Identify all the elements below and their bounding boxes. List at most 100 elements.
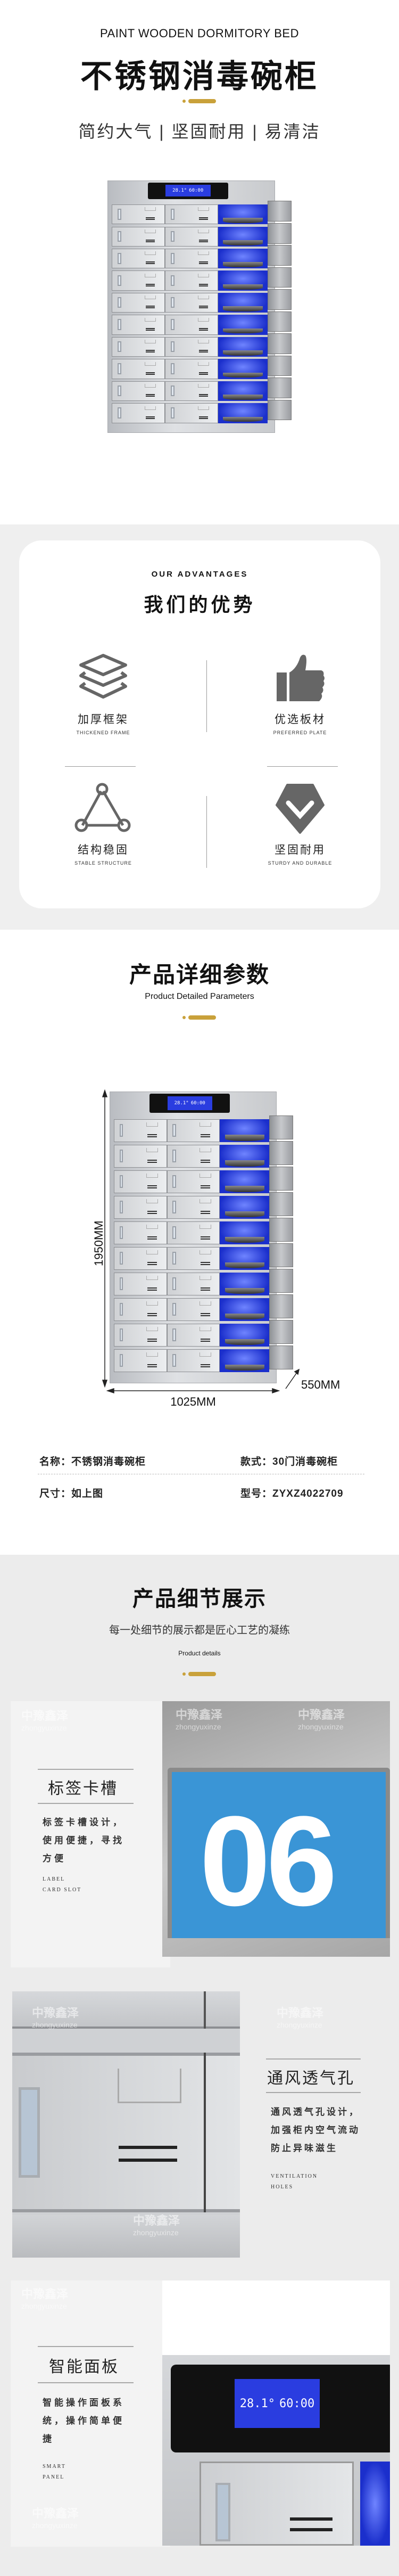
cabinet-door (113, 1195, 167, 1219)
uv-compartment (218, 204, 268, 225)
cabinet-row (113, 1141, 294, 1168)
cabinet-row (113, 1319, 294, 1347)
hero-title: 不锈钢消毒碗柜 (80, 59, 319, 94)
divider (38, 2382, 134, 2383)
open-door (269, 1218, 294, 1242)
cabinet-door (113, 1221, 167, 1244)
divider (266, 2058, 361, 2060)
cabinet-door (167, 1195, 220, 1219)
open-door (268, 245, 292, 266)
cabinet-door (167, 1119, 220, 1143)
cabinet-door (167, 1298, 220, 1321)
cabinet-row (111, 245, 292, 269)
advantage-sub: STURDY AND DURABLE (268, 860, 332, 866)
advantage-item: 加厚框架 THICKENED FRAME (34, 652, 172, 735)
layers-icon (79, 654, 127, 699)
cabinet-row (111, 223, 292, 247)
open-door (268, 267, 292, 288)
advantage-sub: THICKENED FRAME (76, 730, 130, 735)
cabinet-door (111, 403, 165, 423)
open-door (269, 1243, 294, 1267)
shield-check-icon (276, 784, 325, 834)
cabinet-door (164, 270, 218, 291)
cabinet-door (167, 1272, 220, 1295)
detail-desc: 标签卡槽设计，使用便捷，寻找方便 (43, 1817, 124, 1864)
cabinet-door (164, 359, 218, 379)
detail-text-panel (11, 1701, 170, 1967)
advantage-item: 坚固耐用 STURDY AND DURABLE (231, 783, 369, 866)
control-panel: 28.1°60:00 (149, 1094, 230, 1113)
thumbs-up-icon (277, 654, 325, 701)
details-section: 产品细节展示 每一处细节的展示都是匠心工艺的凝练 Product details… (0, 1555, 399, 2576)
open-door (269, 1269, 294, 1293)
dimension-arrows (102, 1089, 300, 1394)
uv-compartment (218, 359, 268, 379)
divider (38, 1803, 134, 1804)
open-door (269, 1192, 294, 1217)
cabinet-door (164, 315, 218, 335)
open-door (268, 201, 292, 222)
divider (38, 2346, 134, 2347)
uv-compartment (220, 1323, 270, 1347)
cabinet-row (113, 1192, 294, 1219)
uv-compartment (220, 1246, 270, 1270)
gold-divider (182, 1672, 217, 1676)
spec-style: 款式：30门消毒碗柜 (240, 1454, 338, 1468)
detail-text-panel (11, 2280, 170, 2547)
spec-value: 不锈钢消毒碗柜 (71, 1456, 146, 1467)
advantage-label: 结构稳固 (78, 844, 129, 856)
cabinet-row (111, 201, 292, 225)
uv-compartment (220, 1119, 270, 1143)
cabinet-row (111, 311, 292, 335)
cabinet-door (113, 1323, 167, 1347)
uv-compartment (218, 248, 268, 269)
cabinet-image: 28.1°60:00 (107, 181, 292, 433)
spec-label: 尺寸： (39, 1488, 72, 1499)
advantages-section: OUR ADVANTAGES 我们的优势 加厚框架 THICKENED FRAM… (0, 524, 399, 930)
detail-title: 通风透气孔 (267, 2070, 355, 2087)
divider (38, 1769, 134, 1770)
uv-compartment (220, 1221, 270, 1244)
divider (206, 660, 207, 732)
params-subtitle: Product Detailed Parameters (145, 992, 254, 1001)
depth-dimension: 550MM (301, 1378, 340, 1391)
triangle-nodes-icon (74, 783, 131, 832)
uv-compartment (220, 1349, 270, 1372)
hero-eyebrow: PAINT WOODEN DORMITORY BED (99, 27, 299, 40)
advantage-label: 优选板材 (275, 713, 326, 726)
advantages-card: OUR ADVANTAGES 我们的优势 加厚框架 THICKENED FRAM… (19, 540, 380, 908)
width-dimension: 1025MM (170, 1395, 216, 1408)
smart-panel-image: 28.1°60:00 (162, 2280, 390, 2546)
lcd-display: 28.1°60:00 (235, 2379, 320, 2428)
divider (267, 766, 338, 767)
advantage-item: 结构稳固 STABLE STRUCTURE (34, 783, 172, 866)
cabinet-row (113, 1167, 294, 1194)
cabinet-image: 28.1°60:00 (110, 1092, 294, 1383)
spec-value: 30门消毒碗柜 (272, 1456, 338, 1467)
open-door (269, 1319, 294, 1344)
label-number: 06 (200, 1790, 337, 1932)
cabinet-door (164, 337, 218, 357)
spec-size: 尺寸：如上图 (39, 1486, 103, 1500)
cabinet-row (113, 1218, 294, 1244)
uv-compartment (220, 1170, 270, 1194)
cabinet-door (167, 1323, 220, 1347)
advantages-title: 我们的优势 (144, 594, 256, 616)
gold-divider (182, 99, 217, 103)
open-door (268, 355, 292, 376)
advantage-label: 坚固耐用 (275, 844, 326, 856)
uv-compartment (218, 226, 268, 247)
details-title: 产品细节展示 (132, 1587, 267, 1611)
cabinet-door (164, 248, 218, 269)
open-door (268, 289, 292, 310)
divider (266, 2092, 361, 2093)
divider (206, 796, 207, 868)
open-door (269, 1141, 294, 1166)
control-panel: 28.1°60:00 (147, 182, 228, 199)
cabinet-door (167, 1145, 220, 1168)
spec-name: 名称：不锈钢消毒碗柜 (39, 1454, 146, 1468)
cabinet-door (111, 359, 165, 379)
